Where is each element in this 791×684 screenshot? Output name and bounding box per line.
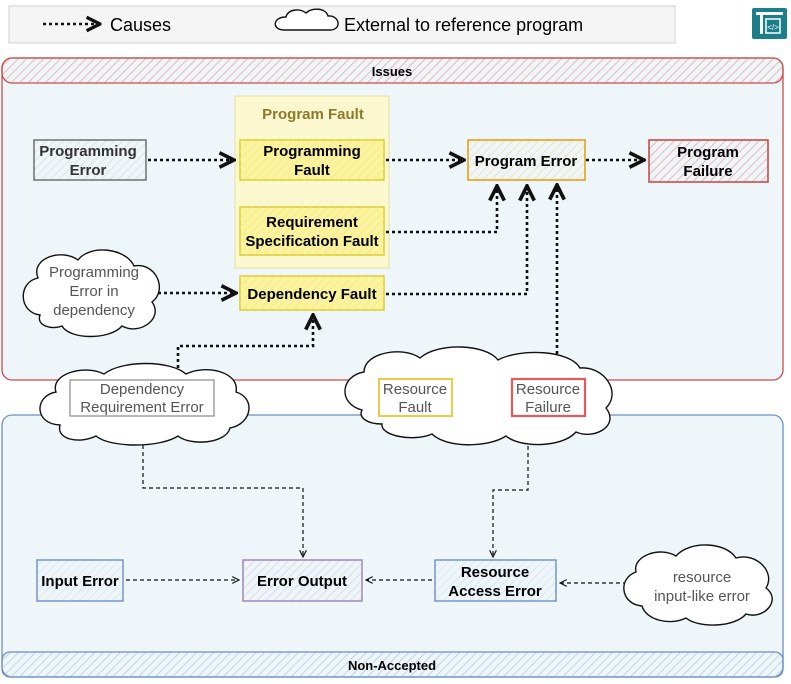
arrow-dependency-fault-to-program-error <box>386 186 527 296</box>
svg-text:Resource: Resource <box>516 381 580 398</box>
node-programming-fault: Programming Fault <box>239 139 385 181</box>
svg-text:Requirement Error: Requirement Error <box>80 399 203 416</box>
node-resource-failure: Resource Failure <box>510 377 587 418</box>
program-fault-title: Program Fault <box>262 106 364 123</box>
node-dependency-fault: Dependency Fault <box>239 275 385 311</box>
svg-text:dependency: dependency <box>53 302 135 319</box>
cloud-resource <box>344 346 613 446</box>
svg-text:Program: Program <box>677 144 739 161</box>
connectors <box>126 160 644 583</box>
arrow-dependency-requirement-to-error-output <box>142 417 303 557</box>
node-error-output: Error Output <box>242 559 363 602</box>
node-resource-fault: Resource Fault <box>378 378 453 417</box>
svg-text:Fault: Fault <box>294 162 330 179</box>
svg-text:resource: resource <box>673 569 731 586</box>
cloud-resource-input-like-error: resource input-like error <box>623 544 773 626</box>
svg-text:Failure: Failure <box>525 399 571 416</box>
svg-text:Requirement: Requirement <box>266 214 358 231</box>
arrow-requirement-fault-to-program-error <box>386 186 497 234</box>
svg-text:</>: </> <box>767 23 779 32</box>
node-input-error: Input Error <box>36 559 124 602</box>
svg-text:Error: Error <box>70 162 107 179</box>
node-resource-access-error: Resource Access Error <box>434 559 557 602</box>
svg-text:Resource: Resource <box>461 564 529 581</box>
node-program-error: Program Error <box>467 139 586 181</box>
legend-external-label: External to reference program <box>344 15 583 35</box>
svg-text:Programming: Programming <box>49 264 139 281</box>
svg-text:Programming: Programming <box>39 143 137 160</box>
node-program-failure: Program Failure <box>648 139 769 183</box>
issues-title: Issues <box>372 64 412 79</box>
node-requirement-specification-fault: Requirement Specification Fault <box>239 206 385 256</box>
svg-text:Access Error: Access Error <box>448 583 542 600</box>
legend-cloud-icon <box>274 8 339 31</box>
svg-text:Error Output: Error Output <box>257 573 347 590</box>
legend: Causes External to reference program <box>8 5 676 44</box>
crane-code-logo-icon: </> <box>752 8 787 39</box>
svg-text:Specification Fault: Specification Fault <box>245 233 378 250</box>
svg-text:Resource: Resource <box>383 381 447 398</box>
legend-causes-label: Causes <box>110 15 171 35</box>
svg-text:Failure: Failure <box>683 163 732 180</box>
svg-text:Programming: Programming <box>263 143 361 160</box>
issues-group: Issues <box>1 57 784 381</box>
svg-text:Error in: Error in <box>69 283 118 300</box>
cloud-dependency-requirement-error: Dependency Requirement Error <box>39 362 250 446</box>
non-accepted-title: Non-Accepted <box>348 658 436 673</box>
arrow-resource-failure-to-resource-access <box>493 418 529 557</box>
svg-text:Program Error: Program Error <box>475 153 578 170</box>
svg-text:Input Error: Input Error <box>41 573 119 590</box>
svg-text:input-like error: input-like error <box>654 588 750 605</box>
cloud-programming-error-in-dependency: Programming Error in dependency <box>22 249 161 338</box>
non-accepted-group: Non-Accepted <box>1 414 784 678</box>
svg-text:Dependency: Dependency <box>100 381 185 398</box>
svg-text:Fault: Fault <box>398 399 432 416</box>
node-programming-error: Programming Error <box>33 139 147 181</box>
svg-text:Dependency Fault: Dependency Fault <box>247 286 376 303</box>
